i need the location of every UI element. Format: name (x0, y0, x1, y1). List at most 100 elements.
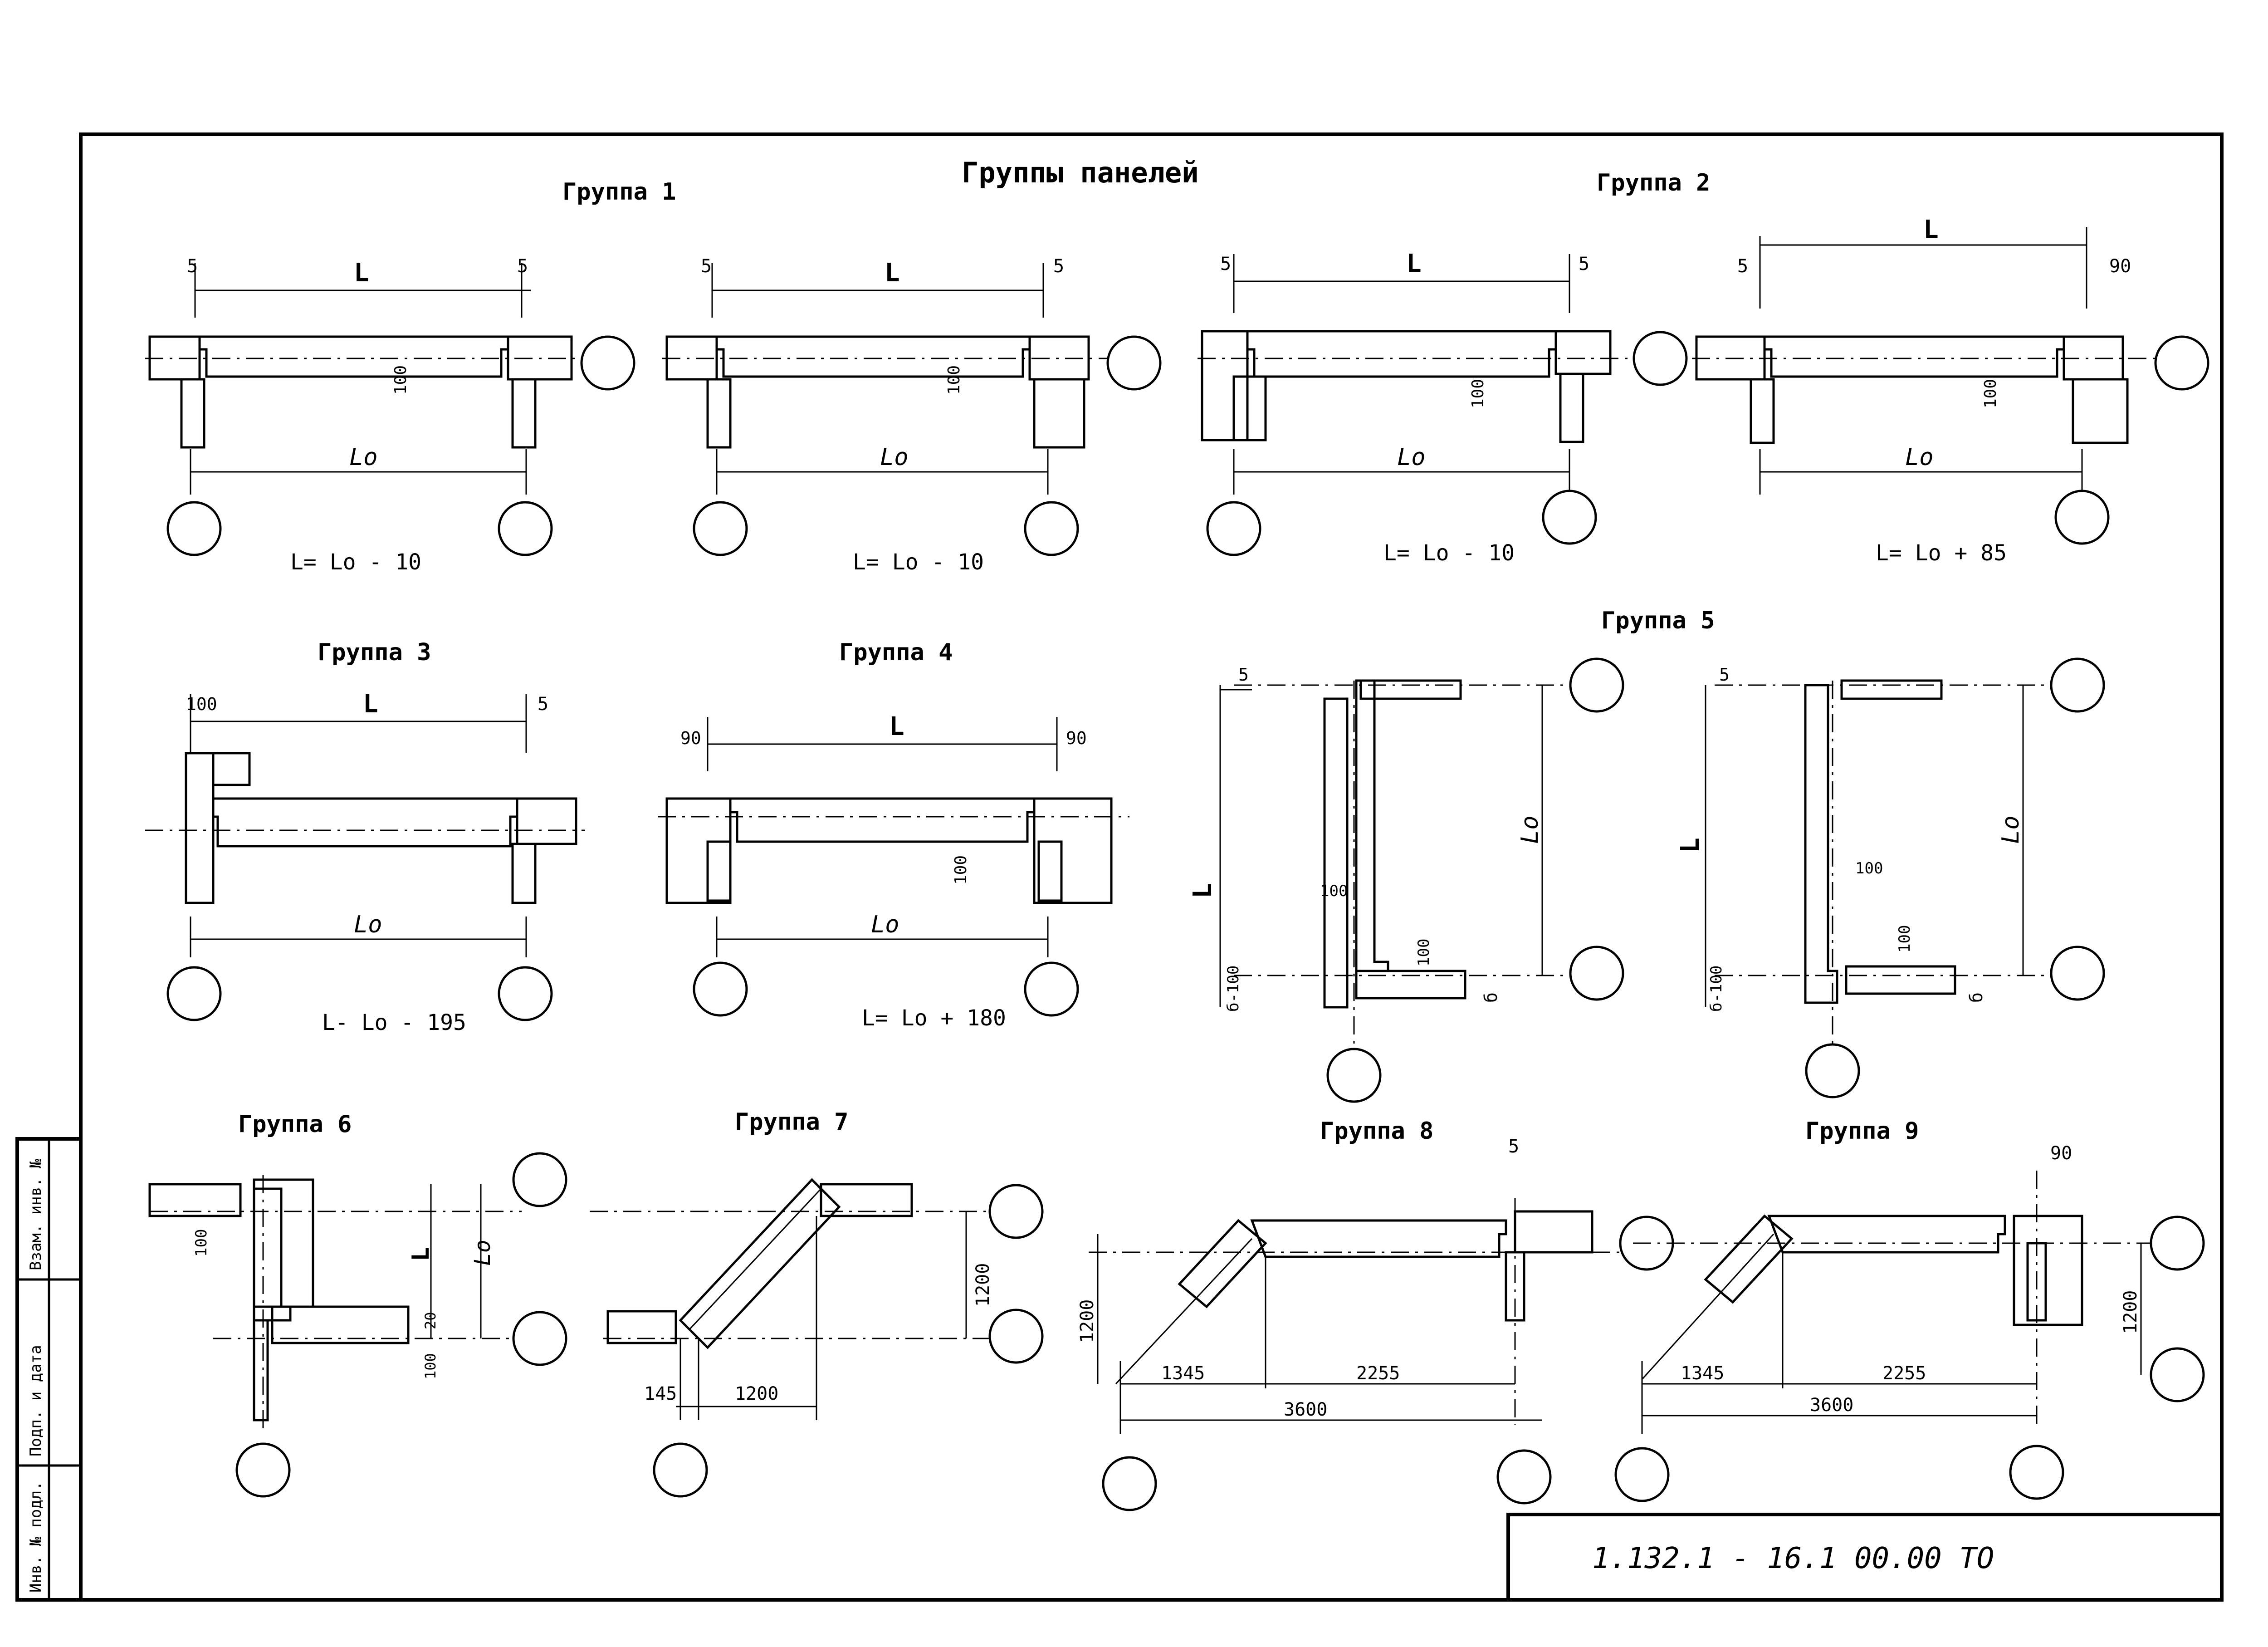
structure-element (180, 378, 205, 449)
dimension-label: 100 (422, 1353, 439, 1379)
structure-element (253, 1319, 269, 1422)
sheet-frame (79, 132, 2224, 1602)
dimension-label: 5 (538, 694, 548, 715)
axis-marker (1805, 1043, 1860, 1098)
dimension-label: Lo (1516, 815, 1544, 844)
group4-label: Группа 4 (839, 639, 953, 666)
structure-element (2072, 378, 2129, 444)
structure-element (1505, 1251, 1525, 1322)
group7: Группа 7 1200 145 1200 (590, 1108, 1044, 1498)
dimension-label: 90 (2050, 1143, 2072, 1164)
dimension-label: 100 (945, 365, 963, 395)
group8: Группа 8 1200 5 1345 2255 3600 (1077, 1118, 1674, 1511)
structure-element (1323, 697, 1349, 1009)
dimension-label: L (1923, 215, 1939, 245)
dimension-label: 5 (701, 256, 712, 277)
dimension-label: 1345 (1161, 1363, 1205, 1384)
structure-element (706, 378, 732, 449)
axis-marker (1206, 501, 1261, 556)
axis-marker (693, 501, 748, 556)
group2-panel4: L 5 90 100 Lo L= Lo + 85 (1692, 215, 2209, 566)
structure-element (1514, 1210, 1593, 1254)
formula: L- Lo - 195 (322, 1010, 466, 1035)
panel-outline (715, 335, 1031, 378)
dimension-label: б (1966, 992, 1986, 1003)
axis-marker (1569, 657, 1624, 713)
dimension-label: 20 (422, 1312, 439, 1329)
dimension-label: 5 (1238, 665, 1249, 685)
axis-marker (2150, 1216, 2205, 1271)
side-stamp-inv: Инв. № подл. (27, 1481, 45, 1593)
group6: Группа 6 L Lo 100 20 100 (148, 1111, 567, 1498)
structure-element (820, 1183, 913, 1217)
axis-marker (166, 966, 222, 1021)
dimension-label: 145 (644, 1383, 677, 1404)
document-code: 1.132.1 - 16.1 00.00 ТО (1592, 1542, 1994, 1575)
axis-marker (2050, 946, 2105, 1001)
axis-marker (1102, 1456, 1157, 1511)
panel-outline (1250, 1219, 1507, 1258)
group2-label: Группа 2 (1597, 169, 1710, 196)
group2-panel3: Группа 2 L 5 5 100 Lo L= Lo - 10 (1198, 169, 1710, 566)
group5-label: Группа 5 (1601, 607, 1715, 634)
panel-outline (1763, 335, 2065, 378)
dimension-label: 100 (1320, 882, 1348, 900)
side-stamp-replace: Взам. инв. № (27, 1159, 45, 1270)
structure-element (271, 1305, 410, 1344)
axis-marker (1614, 1447, 1670, 1502)
formula: L= Lo - 10 (853, 549, 984, 575)
dimension-label: L (1406, 249, 1422, 279)
dimension-label: 5 (1737, 256, 1748, 277)
group5-first: Группа 5 L 5 Lo 100 100 б-100 б (1188, 607, 1715, 1103)
dimension-line (689, 1188, 822, 1330)
dimension-label: 5 (1719, 665, 1730, 685)
structure-element (606, 1310, 677, 1344)
structure-element (1750, 378, 1775, 444)
group1-panel1: Группа 1 L 5 5 100 Lo L= Lo - 10 (145, 178, 676, 575)
axis-marker (1496, 1449, 1552, 1505)
dimension-label: б-100 (1224, 966, 1242, 1012)
structure-element (1554, 330, 1612, 375)
group7-label: Группа 7 (735, 1108, 848, 1136)
structure-element (511, 843, 537, 904)
sheet-title: Группы панелей (962, 156, 1199, 189)
structure-element (507, 335, 573, 381)
dimension-label: 90 (1066, 728, 1087, 748)
dimension-label: 5 (1508, 1136, 1519, 1157)
dimension-label: б-100 (1707, 966, 1725, 1012)
axis-marker (1569, 946, 1624, 1001)
panel-outline (212, 797, 518, 848)
axis-marker (988, 1184, 1044, 1239)
group1-label: Группа 1 (562, 178, 676, 206)
structure-element (1232, 375, 1267, 441)
axis-marker (2054, 490, 2110, 545)
axis-marker (1106, 335, 1162, 391)
dimension-label: 100 (1981, 379, 2000, 408)
structure-element (665, 797, 732, 904)
dimension-label: 2255 (1356, 1363, 1400, 1384)
panel-outline (1804, 684, 1838, 1004)
dimension-label: 5 (1220, 254, 1231, 274)
structure-element (1559, 373, 1584, 443)
dimension-label: 90 (2109, 256, 2131, 277)
panel-outline (253, 1187, 292, 1322)
axis-marker (1024, 961, 1079, 1017)
structure-element (1355, 970, 1466, 1000)
structure-element (516, 797, 577, 845)
structure-element (2026, 1242, 2047, 1322)
dimension-label: 1200 (2120, 1290, 2141, 1334)
structure-element (185, 752, 215, 904)
axis-marker (2009, 1445, 2064, 1500)
dimension-label: 100 (1469, 379, 1487, 408)
dimension-label: Lo (354, 911, 382, 938)
dimension-label: L (363, 689, 378, 719)
dimension-label: 3600 (1284, 1399, 1327, 1420)
dimension-label: 100 (1415, 939, 1433, 966)
dimension-label: б (1481, 992, 1501, 1003)
axis-marker (1024, 501, 1079, 556)
dimension-label: 3600 (1810, 1395, 1853, 1416)
axis-marker (1326, 1048, 1382, 1103)
panel-outline (1178, 1219, 1267, 1309)
axis-marker (693, 961, 748, 1017)
panel-outline (679, 1178, 841, 1349)
